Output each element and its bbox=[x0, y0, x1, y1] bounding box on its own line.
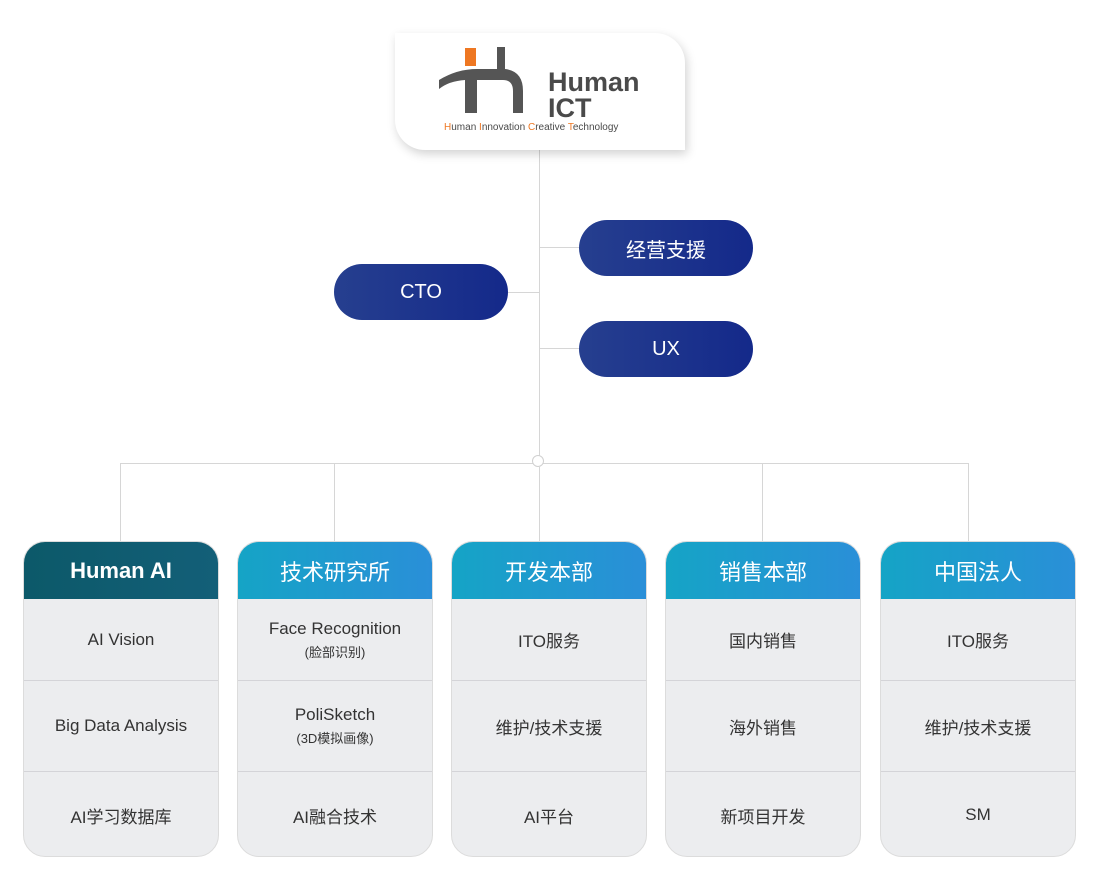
department-title: Human AI bbox=[24, 542, 218, 599]
main-vertical-connector bbox=[539, 150, 540, 457]
connector-ux bbox=[540, 348, 579, 349]
department-item: Face Recognition (脸部识别) bbox=[268, 618, 402, 660]
department-item: 海外销售 bbox=[666, 680, 860, 771]
department-item: 新项目开发 bbox=[666, 771, 860, 856]
department-item: AI融合技术 bbox=[238, 771, 432, 856]
department-item: AI Vision bbox=[87, 629, 155, 649]
hi-logo-mark-icon bbox=[439, 47, 523, 113]
department-title: 开发本部 bbox=[452, 542, 646, 599]
department-item: ITO服务 bbox=[517, 632, 581, 651]
department-item: 维护/技术支援 bbox=[452, 680, 646, 771]
connector-cto bbox=[508, 292, 539, 293]
connector-dept-5 bbox=[968, 463, 969, 541]
logo-word-human: Human bbox=[548, 67, 640, 97]
department-item: PoliSketch (3D模拟画像) bbox=[238, 680, 432, 771]
department-item: AI学习数据库 bbox=[24, 771, 218, 856]
logo-word-ict: ICT bbox=[548, 93, 592, 123]
department-development: 开发本部 ITO服务 维护/技术支援 AI平台 bbox=[451, 541, 647, 857]
department-item: 维护/技术支援 bbox=[881, 680, 1075, 771]
company-logo-card: Human ICT Human Innovation Creative Tech… bbox=[395, 33, 685, 150]
department-title: 中国法人 bbox=[881, 542, 1075, 599]
department-sales: 销售本部 国内销售 海外销售 新项目开发 bbox=[665, 541, 861, 857]
department-research-institute: 技术研究所 Face Recognition (脸部识别) PoliSketch… bbox=[237, 541, 433, 857]
department-item: 国内销售 bbox=[729, 632, 797, 651]
department-title: 销售本部 bbox=[666, 542, 860, 599]
department-item: ITO服务 bbox=[946, 632, 1010, 651]
logo-tagline: Human Innovation Creative Technology bbox=[444, 122, 619, 133]
node-ux: UX bbox=[579, 321, 753, 377]
department-china-entity: 中国法人 ITO服务 维护/技术支援 SM bbox=[880, 541, 1076, 857]
department-horizontal-connector bbox=[120, 463, 969, 464]
connector-dept-1 bbox=[120, 463, 121, 541]
node-management-support: 经营支援 bbox=[579, 220, 753, 276]
department-title: 技术研究所 bbox=[238, 542, 432, 599]
node-cto: CTO bbox=[334, 264, 508, 320]
department-item: AI平台 bbox=[452, 771, 646, 856]
department-human-ai: Human AI AI Vision Big Data Analysis AI学… bbox=[23, 541, 219, 857]
department-item: SM bbox=[881, 771, 1075, 856]
connector-management-support bbox=[540, 247, 579, 248]
department-item: Big Data Analysis bbox=[24, 680, 218, 771]
connector-dept-4 bbox=[762, 463, 763, 541]
connector-dept-2 bbox=[334, 463, 335, 541]
connector-dept-3 bbox=[539, 467, 540, 541]
connector-junction bbox=[532, 455, 544, 467]
